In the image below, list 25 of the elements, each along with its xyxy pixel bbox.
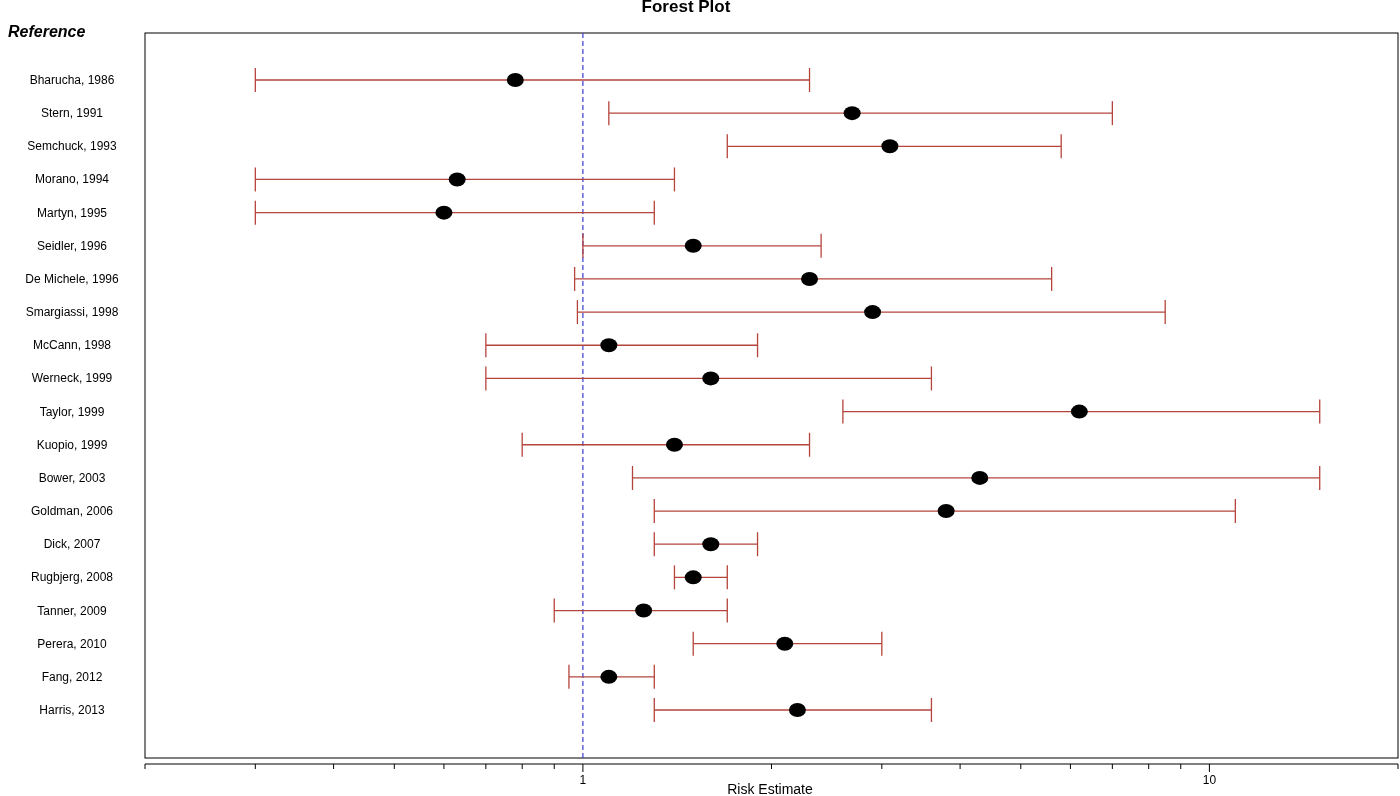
category-label: Seidler, 1996 — [35, 238, 109, 253]
category-label: Dick, 2007 — [42, 537, 102, 552]
category-label: Taylor, 1999 — [38, 404, 106, 419]
category-label: Harris, 2013 — [38, 703, 106, 717]
axis-title: Risk Estimate — [726, 781, 814, 796]
category-label: McCann, 1998 — [31, 338, 112, 353]
tick-label: 1 — [578, 773, 588, 787]
category-label: Werneck, 1999 — [30, 371, 114, 386]
category-label: Perera, 2010 — [36, 636, 108, 651]
category-label: Smargiassi, 1998 — [24, 305, 120, 320]
tick-label: 10 — [1201, 773, 1218, 787]
category-label: Stern, 1991 — [39, 106, 104, 121]
category-label: Bharucha, 1986 — [28, 73, 116, 87]
category-label: Morano, 1994 — [33, 172, 111, 187]
chart-title: Forest Plot — [640, 0, 732, 18]
category-label: Martyn, 1995 — [35, 205, 108, 220]
category-label: Rugbjerg, 2008 — [29, 570, 115, 585]
category-label: Kuopio, 1999 — [35, 437, 109, 452]
axis-title: Reference — [8, 22, 86, 42]
category-label: Tanner, 2009 — [36, 603, 108, 618]
category-label: De Michele, 1996 — [24, 271, 120, 286]
category-label: Goldman, 2006 — [29, 504, 115, 519]
category-label: Fang, 2012 — [40, 669, 104, 684]
category-label: Bower, 2003 — [37, 470, 107, 485]
category-label: Semchuck, 1993 — [26, 139, 118, 154]
